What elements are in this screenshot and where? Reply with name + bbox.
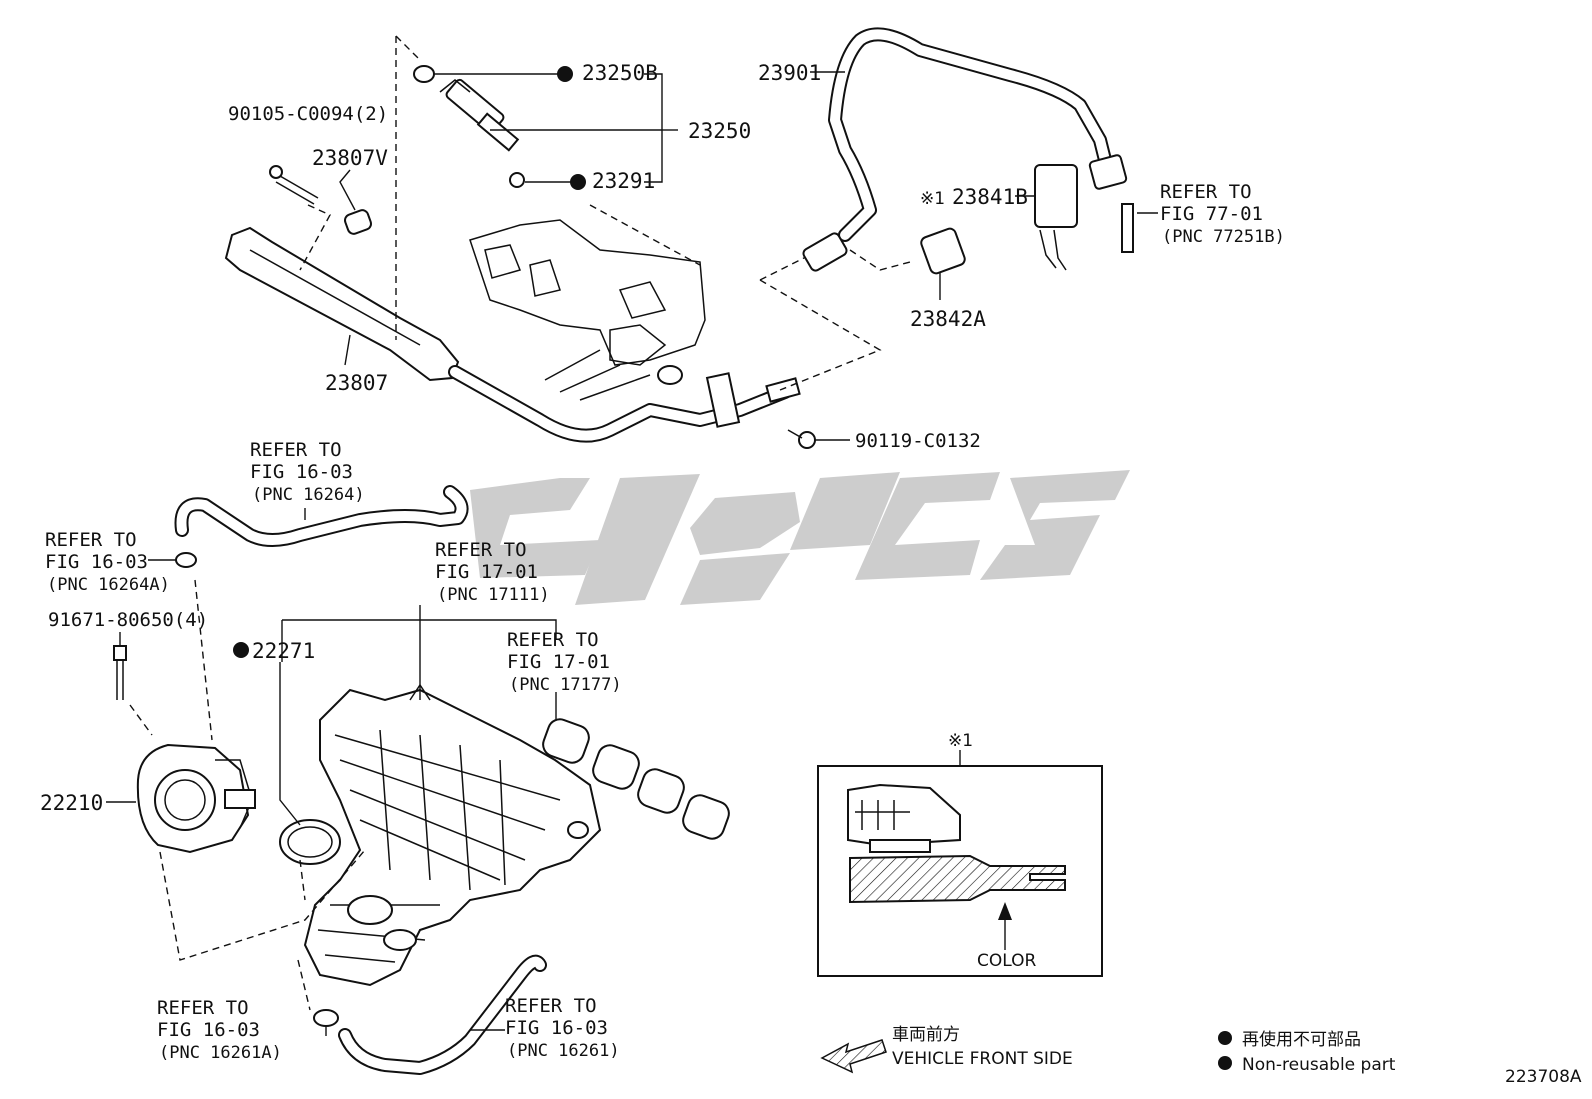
watermark-logo xyxy=(470,470,1130,605)
spacer-23807v xyxy=(343,209,373,235)
svg-text:(PNC 16264): (PNC 16264) xyxy=(252,485,365,505)
svg-text:FIG 17-01: FIG 17-01 xyxy=(507,651,610,673)
svg-text:REFER TO: REFER TO xyxy=(435,539,527,561)
svg-text:FIG 16-03: FIG 16-03 xyxy=(250,461,353,483)
ref-fig-17-01-17177: REFER TO FIG 17-01 (PNC 17177) xyxy=(507,629,622,695)
part-label-90105: 90105-C0094(2) xyxy=(228,103,388,125)
svg-text:(PNC 16261): (PNC 16261) xyxy=(507,1041,620,1061)
part-label-23841b: 23841B xyxy=(952,185,1028,209)
ref-fig-16-03-16264: REFER TO FIG 16-03 (PNC 16264) xyxy=(250,439,365,505)
bolt-90105 xyxy=(269,165,319,205)
color-inset xyxy=(817,750,1103,977)
svg-text:FIG 77-01: FIG 77-01 xyxy=(1160,203,1263,225)
tube-77251b xyxy=(1121,203,1134,253)
inset-color-label: COLOR xyxy=(977,951,1036,971)
svg-text:REFER TO: REFER TO xyxy=(507,629,599,651)
svg-text:FIG 16-03: FIG 16-03 xyxy=(157,1019,260,1041)
part-label-23291: 23291 xyxy=(592,169,655,193)
fuel-delivery-pipe xyxy=(224,226,801,443)
part-label-23250: 23250 xyxy=(688,119,751,143)
ref-fig-16-03-16264a: REFER TO FIG 16-03 (PNC 16264A) xyxy=(45,529,170,595)
part-label-22271: 22271 xyxy=(252,639,315,663)
svg-text:(PNC 17177): (PNC 17177) xyxy=(509,675,622,695)
non-reusable-dot xyxy=(570,174,586,190)
svg-text:(PNC 16261A): (PNC 16261A) xyxy=(159,1043,282,1063)
svg-text:REFER TO: REFER TO xyxy=(505,995,597,1017)
ref-fig-16-03-16261: REFER TO FIG 16-03 (PNC 16261) xyxy=(505,995,620,1061)
part-label-22210: 22210 xyxy=(40,791,103,815)
insulator-23291 xyxy=(509,172,525,188)
ref-fig-16-03-16261a: REFER TO FIG 16-03 (PNC 16261A) xyxy=(157,997,282,1063)
intake-manifold xyxy=(303,683,602,987)
manifold-gasket-17177 xyxy=(542,718,730,840)
engine-head-outline xyxy=(469,219,706,401)
inset-mark: ※1 xyxy=(948,731,973,751)
clip-23842a xyxy=(920,227,966,275)
legend-jp: 再使用不可部品 xyxy=(1242,1029,1361,1050)
gasket-22271 xyxy=(279,819,341,865)
non-reusable-dot xyxy=(557,66,573,82)
svg-text:REFER TO: REFER TO xyxy=(157,997,249,1019)
svg-text:REFER TO: REFER TO xyxy=(45,529,137,551)
fuel-hose-23901 xyxy=(802,27,1128,272)
part-label-23901: 23901 xyxy=(758,61,821,85)
throttle-body-22210 xyxy=(136,743,256,854)
non-reusable-dot xyxy=(233,642,249,658)
svg-text:REFER TO: REFER TO xyxy=(1160,181,1252,203)
svg-text:(PNC 16264A): (PNC 16264A) xyxy=(47,575,170,595)
svg-text:REFER TO: REFER TO xyxy=(250,439,342,461)
bolt-90119 xyxy=(787,429,816,449)
front-label-jp: 車両前方 xyxy=(892,1025,960,1045)
front-label-en: VEHICLE FRONT SIDE xyxy=(892,1049,1073,1069)
connector-23841b xyxy=(1034,164,1078,271)
part-label-90119: 90119-C0132 xyxy=(855,430,981,452)
note-mark-1: ※1 xyxy=(920,189,945,209)
part-label-23842a: 23842A xyxy=(910,307,986,331)
diagram-id: 223708A xyxy=(1505,1067,1582,1087)
svg-text:(PNC 17111): (PNC 17111) xyxy=(437,585,550,605)
part-label-23250b: 23250B xyxy=(582,61,658,85)
legend: 再使用不可部品 Non-reusable part xyxy=(1218,1029,1396,1075)
fuel-injector xyxy=(439,78,520,152)
part-label-91671: 91671-80650(4) xyxy=(48,609,208,631)
ref-fig-17-01-17111: REFER TO FIG 17-01 (PNC 17111) xyxy=(435,539,550,605)
legend-en: Non-reusable part xyxy=(1242,1055,1396,1075)
bolt-91671 xyxy=(113,645,127,700)
svg-text:FIG 17-01: FIG 17-01 xyxy=(435,561,538,583)
svg-text:FIG 16-03: FIG 16-03 xyxy=(45,551,148,573)
hose-clamp-16261a xyxy=(313,1009,339,1027)
svg-text:FIG 16-03: FIG 16-03 xyxy=(505,1017,608,1039)
ref-fig-77-01: REFER TO FIG 77-01 (PNC 77251B) xyxy=(1160,181,1285,247)
hose-16264 xyxy=(174,485,469,547)
svg-text:(PNC 77251B): (PNC 77251B) xyxy=(1162,227,1285,247)
hose-clamp-16264a xyxy=(175,552,197,568)
part-label-23807: 23807 xyxy=(325,371,388,395)
part-label-23807v: 23807V xyxy=(312,146,388,170)
o-ring-23250b xyxy=(413,65,435,83)
hose-16261 xyxy=(338,954,547,1075)
front-direction-arrow xyxy=(820,1039,887,1074)
